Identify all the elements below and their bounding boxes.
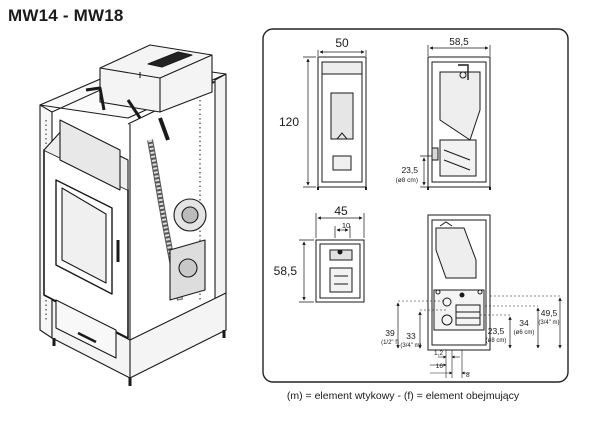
back-d2-label: 33	[406, 331, 416, 341]
legend-caption: (m) = element wtykowy - (f) = element ob…	[286, 390, 520, 402]
top-depth-dimension: 58,5	[274, 239, 314, 303]
top-view	[315, 239, 365, 303]
back-d3-sub: (ø8 cm)	[486, 338, 507, 344]
side-outlet-sub: (ø8 cm)	[396, 177, 418, 184]
top-inner-label: 10	[342, 221, 350, 230]
back-d3-label: 23,5	[488, 326, 505, 336]
front-height-label: 120	[279, 115, 299, 129]
back-dimension-34: 34 (ø6 cm)	[514, 307, 540, 349]
side-view	[427, 56, 491, 190]
side-outlet-label: 23,5	[401, 165, 418, 175]
front-height-dimension: 120	[279, 56, 316, 188]
front-width-dimension: 50	[317, 36, 367, 56]
back-d1-sub: (1/2" f)	[381, 340, 399, 346]
back-dimension-23-5: 23,5 (ø8 cm)	[486, 316, 512, 349]
back-b3-label: 8	[466, 372, 470, 379]
back-d5-sub: (3/4" m)	[538, 320, 559, 326]
page-title: MW14 - MW18	[8, 6, 124, 25]
back-d2-sub: (3/4" m)	[400, 343, 421, 349]
side-depth-dimension: 58,5	[427, 37, 491, 56]
front-view	[317, 56, 367, 190]
stove-3d-cutaway	[39, 44, 227, 386]
back-dimension-49-5: 49,5 (3/4" m)	[538, 297, 562, 349]
side-outlet-dimension: 23,5 (ø8 cm)	[396, 155, 432, 188]
side-depth-label: 58,5	[449, 37, 469, 48]
top-width-dimension: 45	[315, 204, 365, 238]
back-b2-label: 16	[436, 363, 444, 370]
back-dimension-39: 39 (1/2" f)	[381, 302, 400, 349]
back-d1-label: 39	[385, 328, 395, 338]
dimensions-panel	[262, 28, 569, 383]
back-d4-label: 34	[519, 318, 529, 328]
back-d4-sub: (ø6 cm)	[514, 330, 535, 336]
back-bottom-dimensions	[430, 350, 470, 378]
back-d5-label: 49,5	[541, 308, 558, 318]
back-b1-label: 1,2	[434, 350, 443, 357]
back-dimension-33: 33 (3/4" m)	[400, 311, 422, 349]
front-width-label: 50	[335, 36, 349, 50]
back-dimension-lines	[398, 295, 560, 316]
top-inner-dimension: 10	[334, 221, 351, 238]
back-view	[427, 214, 491, 351]
top-width-label: 45	[334, 204, 348, 218]
top-depth-label: 58,5	[274, 264, 298, 278]
